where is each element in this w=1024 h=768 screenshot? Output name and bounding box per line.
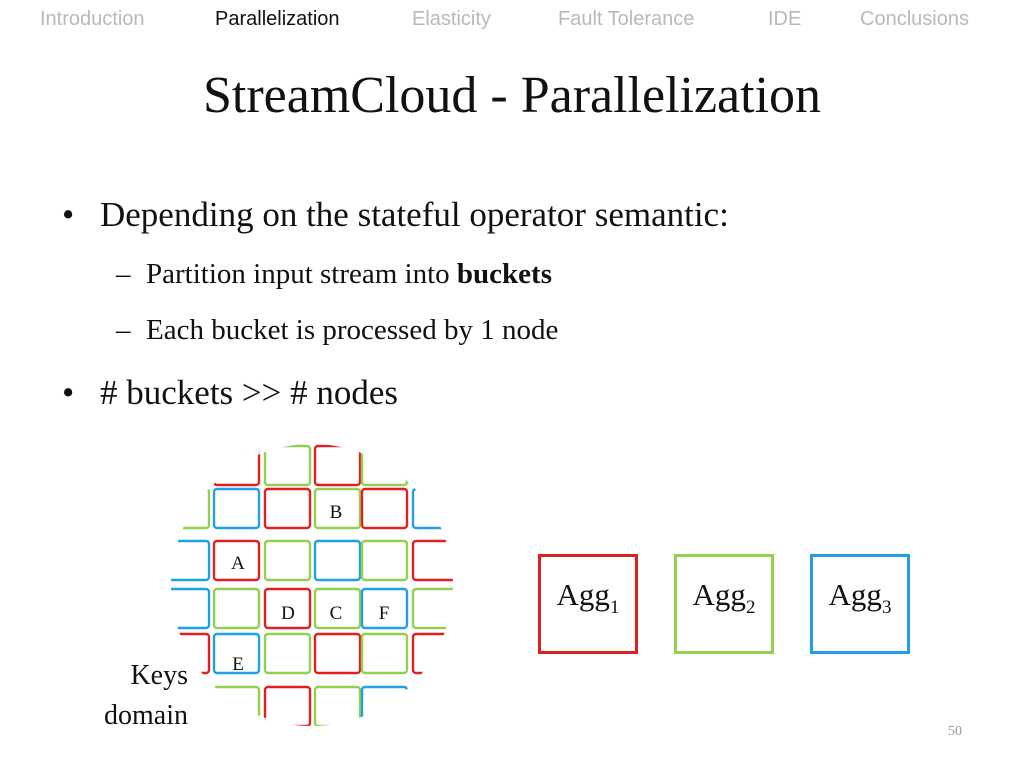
section-nav: Introduction Parallelization Elasticity … (0, 8, 1024, 36)
sub-bullet-plain: Partition input stream into (146, 258, 457, 290)
bucket-cell (171, 487, 211, 530)
bucket-cell (360, 539, 409, 582)
sub-bullet-marker: – (116, 258, 131, 290)
bucket-cell (360, 444, 409, 487)
bucket-cell (212, 444, 261, 487)
bucket-grid (171, 444, 453, 726)
bucket-label-a: A (231, 553, 245, 574)
keys-label-line-2: domain (104, 700, 188, 731)
slide-title: StreamCloud - Parallelization (202, 67, 822, 124)
nav-item-ide[interactable]: IDE (768, 8, 802, 30)
agg-label: Agg1 (556, 577, 620, 618)
nav-item-fault-tolerance[interactable]: Fault Tolerance (558, 8, 695, 30)
agg-node-2: Agg2 (674, 554, 774, 654)
bullet-text: # buckets >> # nodes (100, 373, 399, 412)
agg-name: Agg (556, 577, 610, 612)
agg-subscript: 2 (745, 597, 756, 618)
page-number: 50 (948, 724, 962, 739)
nav-item-introduction[interactable]: Introduction (40, 8, 145, 30)
sub-bullet-marker: – (116, 314, 131, 346)
bucket-cell (313, 444, 362, 487)
bucket-cell (263, 632, 312, 675)
bucket-cell (313, 632, 362, 675)
bucket-label-b: B (330, 502, 343, 523)
sub-bullet-text: Partition input stream into buckets (146, 257, 552, 291)
bucket-cell (171, 539, 211, 582)
bucket-label-d: D (281, 603, 295, 624)
bucket-cell (411, 632, 453, 675)
bucket-cell (411, 539, 453, 582)
bucket-cell (263, 685, 312, 726)
bucket-cell (411, 444, 453, 487)
bucket-cell (212, 587, 261, 630)
agg-node-3: Agg3 (810, 554, 910, 654)
bucket-cell (360, 587, 409, 630)
agg-name: Agg (692, 577, 746, 612)
bucket-labels: A B C D E F (231, 502, 389, 675)
bucket-cell (411, 685, 453, 726)
agg-node-1: Agg1 (538, 554, 638, 654)
bucket-cell (411, 587, 453, 630)
bucket-label-f: F (379, 603, 390, 624)
bucket-cell (313, 685, 362, 726)
nav-item-conclusions[interactable]: Conclusions (860, 8, 969, 30)
bucket-cell (171, 444, 211, 487)
bucket-cell (313, 539, 362, 582)
bucket-label-e: E (232, 654, 244, 675)
bullet-marker: • (62, 195, 75, 234)
bucket-cell (263, 587, 312, 630)
bucket-cell (212, 539, 261, 582)
bullet-marker: • (62, 373, 75, 412)
nav-item-parallelization[interactable]: Parallelization (215, 8, 340, 30)
bucket-cell (171, 587, 211, 630)
bucket-cell (212, 632, 261, 675)
bucket-cell (263, 487, 312, 530)
agg-label: Agg3 (828, 577, 892, 618)
agg-label: Agg2 (692, 577, 756, 618)
bucket-cell (263, 444, 312, 487)
bucket-cell (263, 539, 312, 582)
sub-bullet-bold: buckets (456, 258, 552, 290)
bucket-cell (212, 685, 261, 726)
bucket-cell (360, 487, 409, 530)
bucket-label-c: C (330, 603, 343, 624)
bucket-cell (360, 632, 409, 675)
keys-label-line-1: Keys (130, 660, 188, 691)
agg-subscript: 3 (881, 597, 892, 618)
bucket-cell (360, 685, 409, 726)
keys-domain-label: Keys domain (80, 656, 188, 736)
bullet-text: Depending on the stateful operator seman… (100, 195, 729, 234)
bucket-cell (313, 487, 362, 530)
bucket-cell (411, 487, 453, 530)
bucket-cell (313, 587, 362, 630)
nav-item-elasticity[interactable]: Elasticity (412, 8, 491, 30)
agg-subscript: 1 (609, 597, 620, 618)
sub-bullet-text: Each bucket is processed by 1 node (146, 314, 559, 346)
bucket-cell (212, 487, 261, 530)
agg-name: Agg (828, 577, 882, 612)
